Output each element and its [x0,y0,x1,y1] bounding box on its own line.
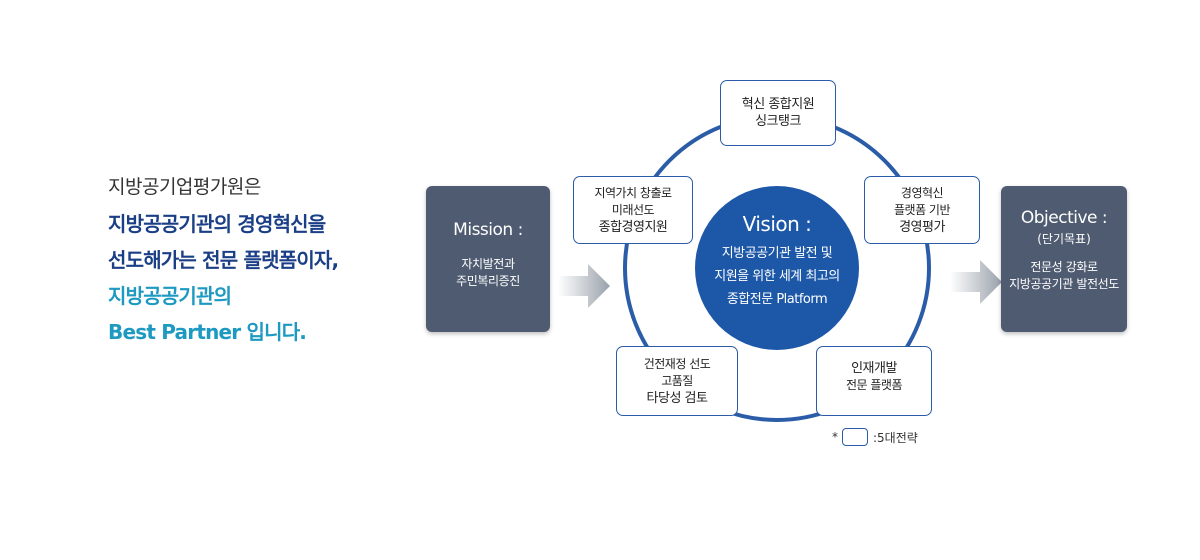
strategy-box-regional-value: 지역가치 창출로 미래선도 종합경영지원 [573,176,693,244]
intro-line-2: 선도해가는 전문 플랫폼이자, [108,248,339,272]
objective-body: 전문성 강화로 지방공공기관 발전선도 [1001,259,1127,293]
objective-subtitle: (단기목표) [1037,232,1091,246]
strategy-line: 인재개발 [851,361,897,376]
strategy-box-talent-development: 인재개발 전문 플랫폼 [816,346,932,416]
strategy-line: 전문 플랫폼 [845,378,903,392]
vision-body-line: 지방공공기관 발전 및 [721,246,833,261]
mission-box: Mission : 자치발전과 주민복리증진 [426,186,550,332]
intro-line-1: 지방공공기관의 경영혁신을 [108,212,326,236]
strategy-line: 싱크탱크 [755,114,801,129]
strategy-line: 경영평가 [899,220,945,235]
arrow-right-icon [558,264,610,308]
objective-title: Objective : [1020,208,1108,228]
vision-body-line: 종합전문 Platform [726,292,828,307]
strategy-box-innovation: 혁신 종합지원 싱크탱크 [720,80,836,146]
objective-body-line: 지방공공기관 발전선도 [1009,277,1119,291]
strategy-line: 플랫폼 기반 [893,203,951,217]
strategy-line: 종합경영지원 [598,220,668,235]
strategy-box-management-evaluation: 경영혁신 플랫폼 기반 경영평가 [864,176,980,244]
strategy-line: 미래선도 [611,203,655,217]
strategy-box-fiscal-review: 건전재정 선도 고품질 타당성 검토 [616,346,738,416]
mission-title: Mission : [453,220,523,240]
strategy-line: 경영혁신 [900,186,944,200]
mission-body-line: 자치발전과 [461,257,515,271]
strategy-line: 고품질 [661,374,693,388]
strategy-line: 건전재정 선도 [643,357,711,371]
intro-lead: 지방공기업평가원은 [108,176,261,198]
intro-text: 지방공기업평가원은 지방공공기관의 경영혁신을 선도해가는 전문 플랫폼이자, … [108,172,428,355]
legend: * :5대전략 [832,428,918,446]
intro-line-4: Best Partner 입니다. [108,320,307,344]
legend-label: :5대전략 [873,430,918,445]
objective-body-line: 전문성 강화로 [1030,260,1098,274]
strategy-line: 타당성 검토 [646,391,708,406]
vision-title: Vision : [742,212,812,236]
mission-body-line: 주민복리증진 [456,274,520,288]
objective-box: Objective : (단기목표) 전문성 강화로 지방공공기관 발전선도 [1001,186,1127,332]
legend-swatch [842,428,868,446]
vision-body: 지방공공기관 발전 및 지원을 위한 세계 최고의 종합전문 Platform [695,242,859,311]
strategy-line: 혁신 종합지원 [741,97,815,112]
strategy-line: 지역가치 창출로 [594,186,672,200]
arrow-right-icon [950,260,1002,304]
legend-marker: * [832,430,838,444]
mission-body: 자치발전과 주민복리증진 [426,256,550,290]
vision-circle: Vision : 지방공공기관 발전 및 지원을 위한 세계 최고의 종합전문 … [695,186,859,350]
intro-line-3: 지방공공기관의 [108,284,232,308]
vision-body-line: 지원을 위한 세계 최고의 [714,269,840,284]
